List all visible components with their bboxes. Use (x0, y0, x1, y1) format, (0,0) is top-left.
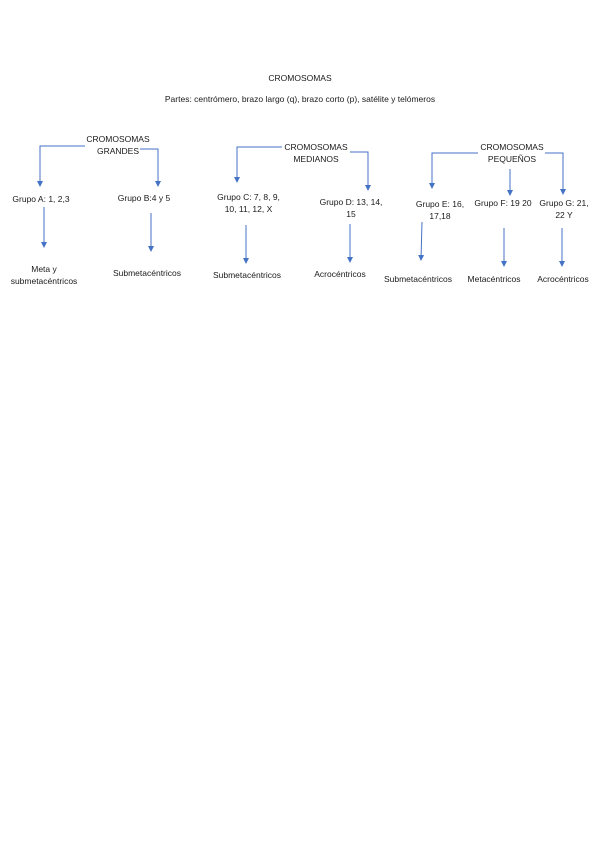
type-f: Metacéntricos (467, 274, 521, 284)
connector-grandes-to-b (140, 148, 161, 187)
type-e: Submetacéntricos (383, 274, 453, 284)
connector-grandes-to-a (37, 145, 85, 187)
group-b-label: Grupo B:4 y 5 (117, 193, 171, 203)
connector-medianos-to-c (234, 146, 282, 183)
group-e-label: Grupo E: 16, 17,18 (415, 199, 465, 221)
group-a-label: Grupo A: 1, 2,3 (12, 194, 70, 204)
category-pequenos: CROMOSOMAS PEQUEÑOS (480, 142, 544, 164)
type-b: Submetacéntricos (112, 268, 182, 278)
type-a: Meta y submetacéntricos (10, 264, 78, 286)
page-subtitle: Partes: centrómero, brazo largo (q), bra… (164, 94, 436, 104)
category-medianos: CROMOSOMAS MEDIANOS (284, 142, 348, 164)
group-c-label: Grupo C: 7, 8, 9, 10, 11, 12, X (217, 192, 280, 214)
group-f-label: Grupo F: 19 20 (474, 198, 532, 208)
connector-pequenos-to-g (545, 152, 566, 195)
category-grandes: CROMOSOMAS GRANDES (86, 134, 150, 156)
connector-e-to-type (418, 221, 425, 261)
type-d: Acrocéntricos (314, 269, 366, 279)
group-g-label: Grupo G: 21, 22 Y (539, 198, 589, 220)
group-d-label: Grupo D: 13, 14, 15 (319, 197, 383, 219)
page-title: CROMOSOMAS (268, 73, 332, 83)
type-g: Acrocéntricos (537, 274, 589, 284)
connector-pequenos-to-e (429, 152, 478, 189)
connector-medianos-to-d (350, 151, 371, 191)
type-c: Submetacéntricos (212, 270, 282, 280)
